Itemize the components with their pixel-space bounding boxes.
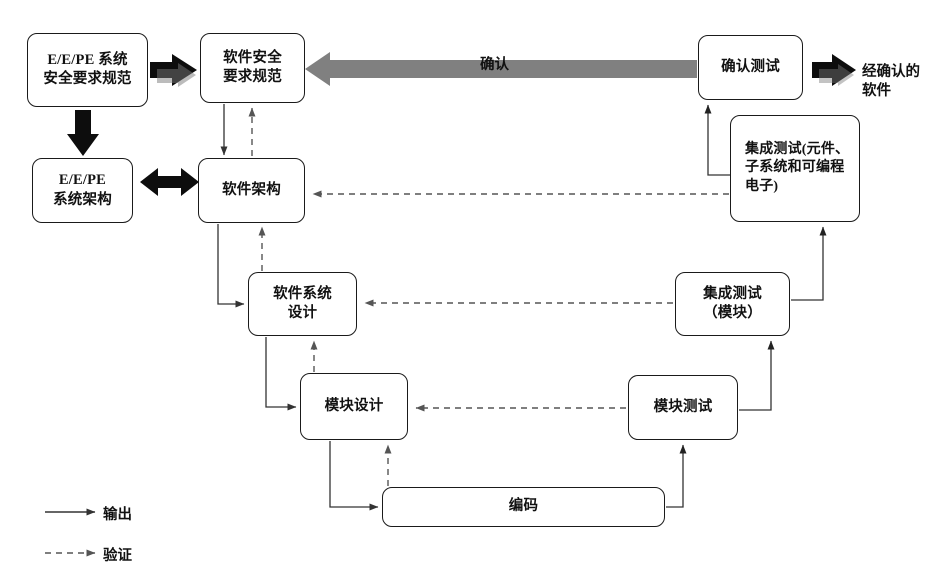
link-sw-sys-design-to-module-design xyxy=(265,337,297,411)
legend-output-text: 输出 xyxy=(103,507,132,523)
node-eepe-req-label: E/E/PE 系统 安全要求规范 xyxy=(43,51,132,87)
arrow-eepe-arch-to-sw-arch xyxy=(140,168,199,196)
legend-verification-text: 验证 xyxy=(103,548,132,564)
node-sw-sys-design[interactable]: 软件系统 设计 xyxy=(248,272,357,336)
caption-validated-software-label: 经确认的 软件 xyxy=(862,64,920,100)
link-module-design-to-coding xyxy=(329,441,379,511)
node-validation-test[interactable]: 确认测试 xyxy=(698,35,803,100)
node-module-test-label: 模块测试 xyxy=(653,398,713,415)
arrow-validation xyxy=(305,52,697,86)
caption-validated-software: 经确认的 软件 xyxy=(862,44,920,101)
link-module-test-to-integ-test-module xyxy=(739,340,775,411)
link-integ-test-full-to-validation-test xyxy=(704,104,731,176)
node-sw-arch-label: 软件架构 xyxy=(222,181,281,198)
caption-validation-label: 确认 xyxy=(480,57,509,74)
node-eepe-arch-label: E/E/PE 系统架构 xyxy=(53,172,112,208)
link-integ-test-module-to-integ-test-full xyxy=(791,226,827,301)
node-module-test[interactable]: 模块测试 xyxy=(628,375,738,440)
node-sw-arch[interactable]: 软件架构 xyxy=(198,158,305,223)
link-sw-arch-to-sw-sys-design xyxy=(217,224,245,308)
node-eepe-req[interactable]: E/E/PE 系统 安全要求规范 xyxy=(27,33,148,107)
legend-verification-label: 验证 xyxy=(103,544,132,565)
caption-validation: 确认 xyxy=(480,37,509,75)
node-module-design-label: 模块设计 xyxy=(324,397,384,414)
node-integ-test-module-label: 集成测试 （模块） xyxy=(703,285,762,321)
node-sw-req[interactable]: 软件安全 要求规范 xyxy=(200,33,305,103)
node-module-design[interactable]: 模块设计 xyxy=(300,373,408,440)
node-validation-test-label: 确认测试 xyxy=(721,58,780,75)
legend-output-label: 输出 xyxy=(103,503,132,524)
arrow-eepe-req-to-sw-req xyxy=(150,54,197,87)
node-eepe-arch[interactable]: E/E/PE 系统架构 xyxy=(32,158,133,223)
node-integ-test-full-label: 集成测试(元件、 子系统和可编程 电子) xyxy=(745,141,850,194)
node-sw-req-label: 软件安全 要求规范 xyxy=(223,49,282,85)
node-coding-label: 编码 xyxy=(508,498,539,515)
arrow-eepe-req-to-eepe-arch xyxy=(67,110,99,156)
node-integ-test-full[interactable]: 集成测试(元件、 子系统和可编程 电子) xyxy=(730,115,860,222)
arrow-validated-software xyxy=(812,54,856,86)
node-coding[interactable]: 编码 xyxy=(382,487,665,527)
node-integ-test-module[interactable]: 集成测试 （模块） xyxy=(675,272,790,336)
node-sw-sys-design-label: 软件系统 设计 xyxy=(273,285,332,321)
link-coding-to-module-test xyxy=(666,444,687,508)
